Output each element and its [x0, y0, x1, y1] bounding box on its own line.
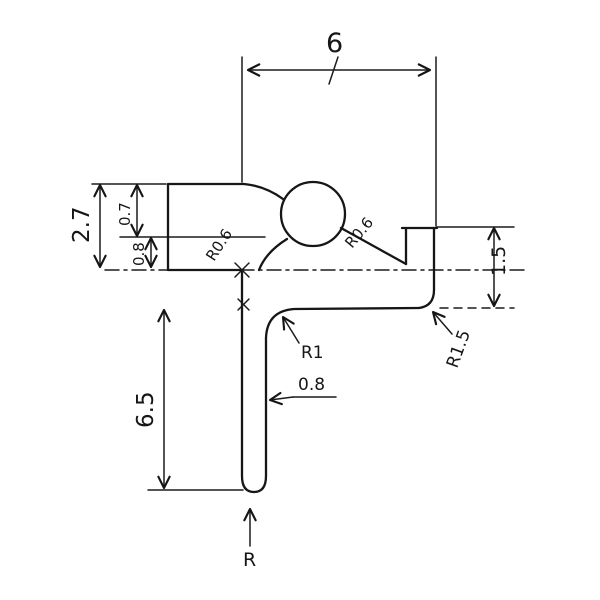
profile-right-edge-fillet: [417, 226, 436, 310]
center-cross-marks: [234, 262, 250, 311]
radius-label-right-fillet: R1.5: [443, 327, 475, 370]
profile-bulb-circle: [279, 180, 347, 248]
cross-mark-lower: [237, 298, 250, 311]
radius-note-right-fillet: R1.5: [431, 310, 475, 371]
dimension-left-height: 2.7: [69, 183, 167, 269]
profile-notch: [400, 226, 439, 266]
radius-note-inner-fillet: R1: [281, 315, 324, 363]
profile-lobe-connector: [242, 182, 285, 201]
radius-label-bottom: R: [243, 549, 256, 571]
dimension-stem-height: 6.5: [133, 308, 244, 491]
profile-outline: [166, 180, 439, 494]
dim-label-wall-a: 0.7: [116, 202, 134, 226]
radius-note-bottom: R: [243, 507, 257, 571]
dimension-left-wall-a: 0.7: [116, 183, 144, 238]
cross-mark-upper: [234, 262, 250, 278]
profile-throat-curve: [257, 237, 289, 272]
profile-stem: [240, 269, 268, 494]
dim-label-stem-wall: 0.8: [298, 375, 325, 395]
profile-arm-bottom: [264, 306, 421, 340]
profile-left-flange: [166, 182, 246, 272]
dim-label-left-height: 2.7: [69, 206, 95, 243]
dim-label-stem-height: 6.5: [133, 391, 159, 428]
dimension-top-width: 6: [241, 28, 437, 227]
leader-line: [281, 315, 300, 344]
dim-label-wall-b: 0.8: [130, 242, 148, 266]
radius-note-throat: R0.6: [202, 226, 236, 265]
center-lines: [104, 236, 529, 309]
dimension-tick: [328, 56, 339, 85]
dimension-left-wall-b: 0.8: [130, 236, 158, 269]
dim-label-right-step: 1.5: [488, 246, 510, 276]
radius-label-throat: R0.6: [202, 226, 236, 265]
profile-slope-edge: [339, 226, 408, 266]
radius-label-inner-fillet: R1: [301, 343, 324, 363]
leader-line: [268, 391, 294, 406]
dimension-right-step: 1.5: [436, 226, 515, 308]
dim-label-top-width: 6: [326, 28, 343, 59]
dimension-stem-wall: 0.8: [268, 375, 337, 406]
leader-line: [431, 310, 453, 335]
